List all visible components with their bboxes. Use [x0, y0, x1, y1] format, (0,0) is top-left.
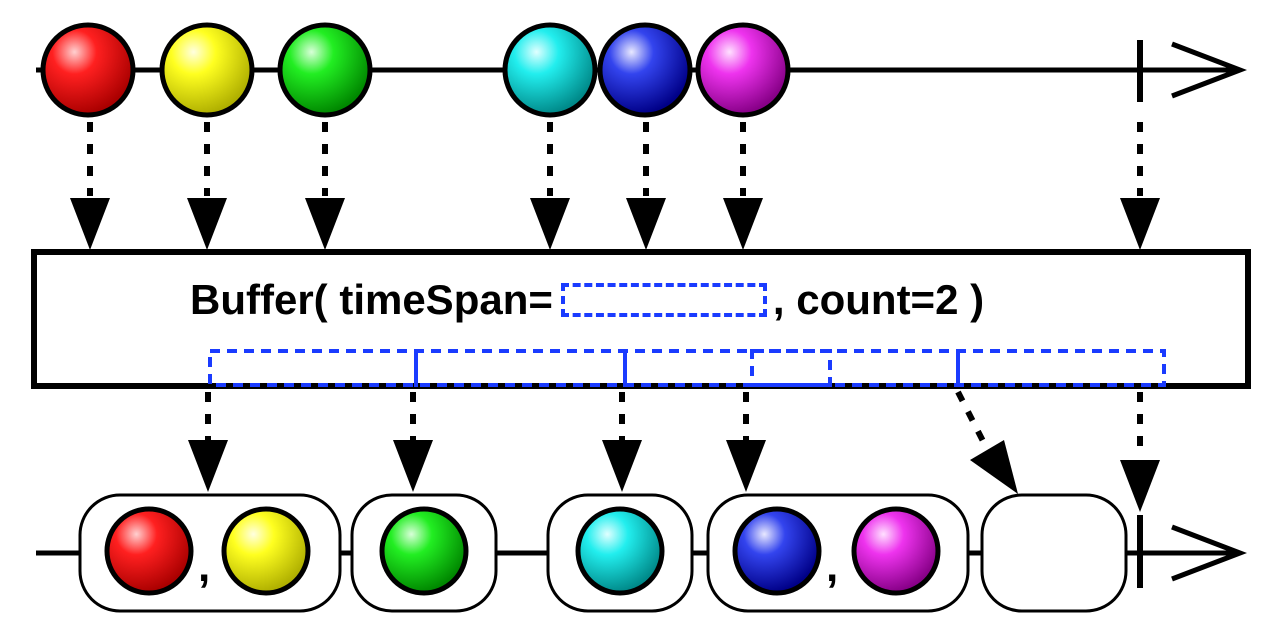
input-arrowheads	[70, 198, 1160, 250]
marble-cyan	[505, 25, 595, 115]
marble-cyan	[578, 509, 662, 593]
operator-label: Buffer( timeSpan= , count=2 )	[190, 270, 984, 330]
operator-name: Buffer(	[190, 270, 328, 330]
marble-blue	[735, 509, 819, 593]
timespan-value-box	[561, 283, 767, 317]
buffer-4-separator: ,	[826, 545, 838, 589]
marble-yellow	[224, 509, 308, 593]
buffer-5-empty	[982, 495, 1126, 611]
marble-yellow	[162, 25, 252, 115]
buffer-1-separator: ,	[198, 545, 210, 589]
marble-magenta	[854, 509, 938, 593]
marble-magenta	[698, 25, 788, 115]
operator-param-timespan: timeSpan=	[339, 270, 553, 330]
operator-param-count: , count=2 )	[773, 270, 984, 330]
marble-green	[280, 25, 370, 115]
input-arrows	[90, 122, 1140, 196]
marble-red	[107, 509, 191, 593]
marble-red	[43, 25, 133, 115]
marble-green	[382, 509, 466, 593]
marble-blue	[600, 25, 690, 115]
